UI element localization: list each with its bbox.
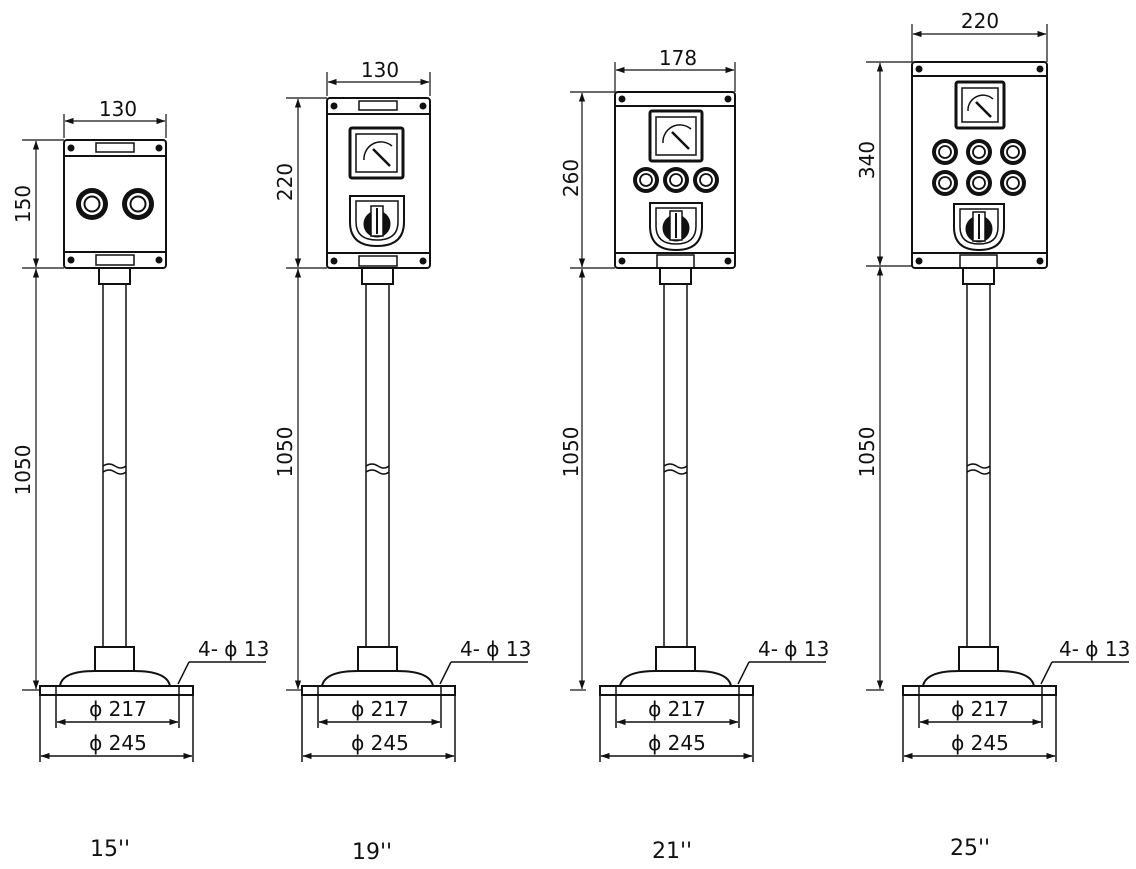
height-dimension	[22, 139, 64, 691]
pushbutton-icon	[966, 139, 992, 165]
width-dimension	[911, 24, 1048, 62]
hole-label: 4- ϕ 13	[460, 637, 531, 661]
pole-and-base	[902, 254, 1129, 762]
hole-label: 4- ϕ 13	[1059, 637, 1130, 661]
inner-diameter-label: ϕ 217	[648, 697, 706, 721]
size-caption: 25''	[950, 836, 990, 861]
pushbutton-icon	[966, 170, 992, 196]
inner-diameter-label: ϕ 217	[351, 697, 409, 721]
pushbutton-icon	[663, 167, 689, 193]
size-caption: 15''	[90, 837, 130, 862]
pushbutton-icon	[76, 188, 108, 220]
height-dimension	[286, 97, 327, 691]
pushbutton-icon	[1000, 170, 1026, 196]
pole-height-label: 1050	[11, 445, 35, 496]
height-dimension	[866, 61, 912, 691]
height-label: 340	[855, 141, 879, 179]
unit-15in: 130 150 1050	[11, 97, 269, 862]
size-caption: 19''	[352, 840, 392, 864]
pushbutton-icon	[633, 167, 659, 193]
hole-label: 4- ϕ 13	[758, 637, 829, 661]
selector-switch-icon	[953, 203, 1005, 252]
width-dimension	[63, 114, 167, 138]
pushbutton-icon	[932, 170, 958, 196]
height-label: 220	[273, 163, 297, 201]
outer-diameter-label: ϕ 245	[351, 731, 409, 755]
height-dimension	[570, 91, 615, 691]
meter-icon	[954, 80, 1006, 130]
outer-diameter-label: ϕ 245	[648, 731, 706, 755]
width-dimension	[614, 62, 736, 92]
pole-height-label: 1050	[855, 427, 879, 478]
width-label: 220	[961, 9, 999, 33]
width-label: 130	[361, 58, 399, 82]
width-label: 178	[659, 46, 697, 70]
pole-and-base	[599, 254, 826, 762]
width-label: 130	[99, 97, 137, 121]
pole-height-label: 1050	[273, 427, 297, 478]
size-caption: 21''	[652, 839, 692, 864]
pushbutton-icon	[693, 167, 719, 193]
outer-diameter-label: ϕ 245	[951, 731, 1009, 755]
height-label: 150	[11, 185, 35, 223]
width-dimension	[326, 72, 431, 96]
pole-and-base	[39, 267, 266, 762]
pushbutton-icon	[1000, 139, 1026, 165]
pole-and-base	[301, 267, 528, 762]
selector-switch-icon	[349, 195, 405, 248]
meter-icon	[348, 126, 405, 180]
inner-diameter-label: ϕ 217	[951, 697, 1009, 721]
inner-diameter-label: ϕ 217	[89, 697, 147, 721]
pole-height-label: 1050	[559, 427, 583, 478]
height-label: 260	[559, 159, 583, 197]
unit-21in: 178 260 1050	[559, 46, 829, 864]
enclosure	[63, 139, 167, 269]
outer-diameter-label: ϕ 245	[89, 731, 147, 755]
hole-label: 4- ϕ 13	[198, 637, 269, 661]
selector-switch-icon	[649, 202, 703, 252]
pushbutton-icon	[932, 139, 958, 165]
meter-icon	[648, 109, 704, 163]
unit-19in: 130 220 1050	[273, 58, 531, 865]
unit-25in: 220 340 1050	[855, 9, 1130, 861]
enclosure	[326, 97, 431, 269]
pushbutton-icon	[122, 188, 154, 220]
